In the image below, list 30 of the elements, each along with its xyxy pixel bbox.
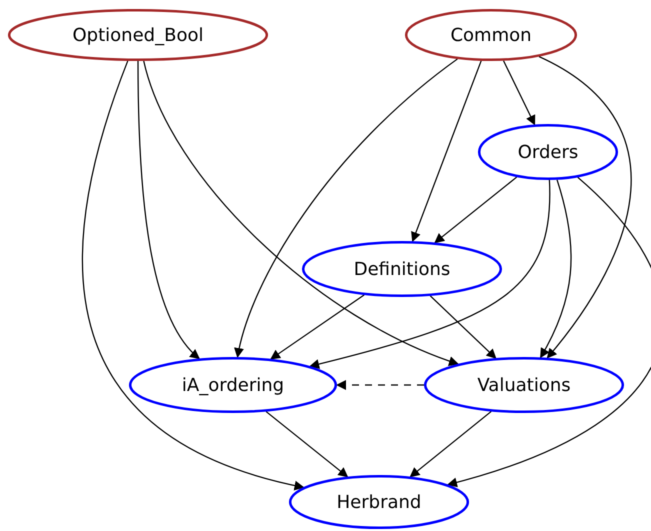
arrow — [430, 295, 496, 359]
module-ellipse — [405, 9, 577, 61]
module-name: Optioned_Bool — [72, 24, 204, 46]
module-ellipse — [289, 475, 469, 529]
arrow — [234, 58, 458, 358]
arrow — [503, 60, 536, 126]
module-ellipse — [129, 357, 337, 413]
module-name: Common — [450, 24, 532, 46]
arrow — [447, 176, 651, 487]
arrow — [82, 60, 304, 490]
module-ellipse — [302, 241, 502, 297]
arrow — [538, 56, 632, 359]
module-ellipse — [424, 357, 624, 413]
module-name: iA_ordering — [182, 374, 284, 396]
module-name: Herbrand — [336, 492, 422, 512]
arrow — [540, 180, 572, 358]
arrow — [411, 60, 482, 242]
module-name: Valuations — [477, 374, 571, 396]
arrow — [266, 411, 348, 478]
arrow — [410, 410, 492, 478]
module-name: Orders — [518, 142, 578, 162]
arrow — [270, 294, 365, 360]
module-ellipse — [8, 9, 268, 61]
arrow — [434, 176, 518, 244]
arrow — [137, 61, 200, 360]
module-name: Definitions — [354, 258, 450, 280]
arrow — [336, 380, 424, 390]
arrow — [309, 180, 550, 369]
arrow — [143, 60, 459, 366]
module-ellipse — [478, 124, 618, 180]
